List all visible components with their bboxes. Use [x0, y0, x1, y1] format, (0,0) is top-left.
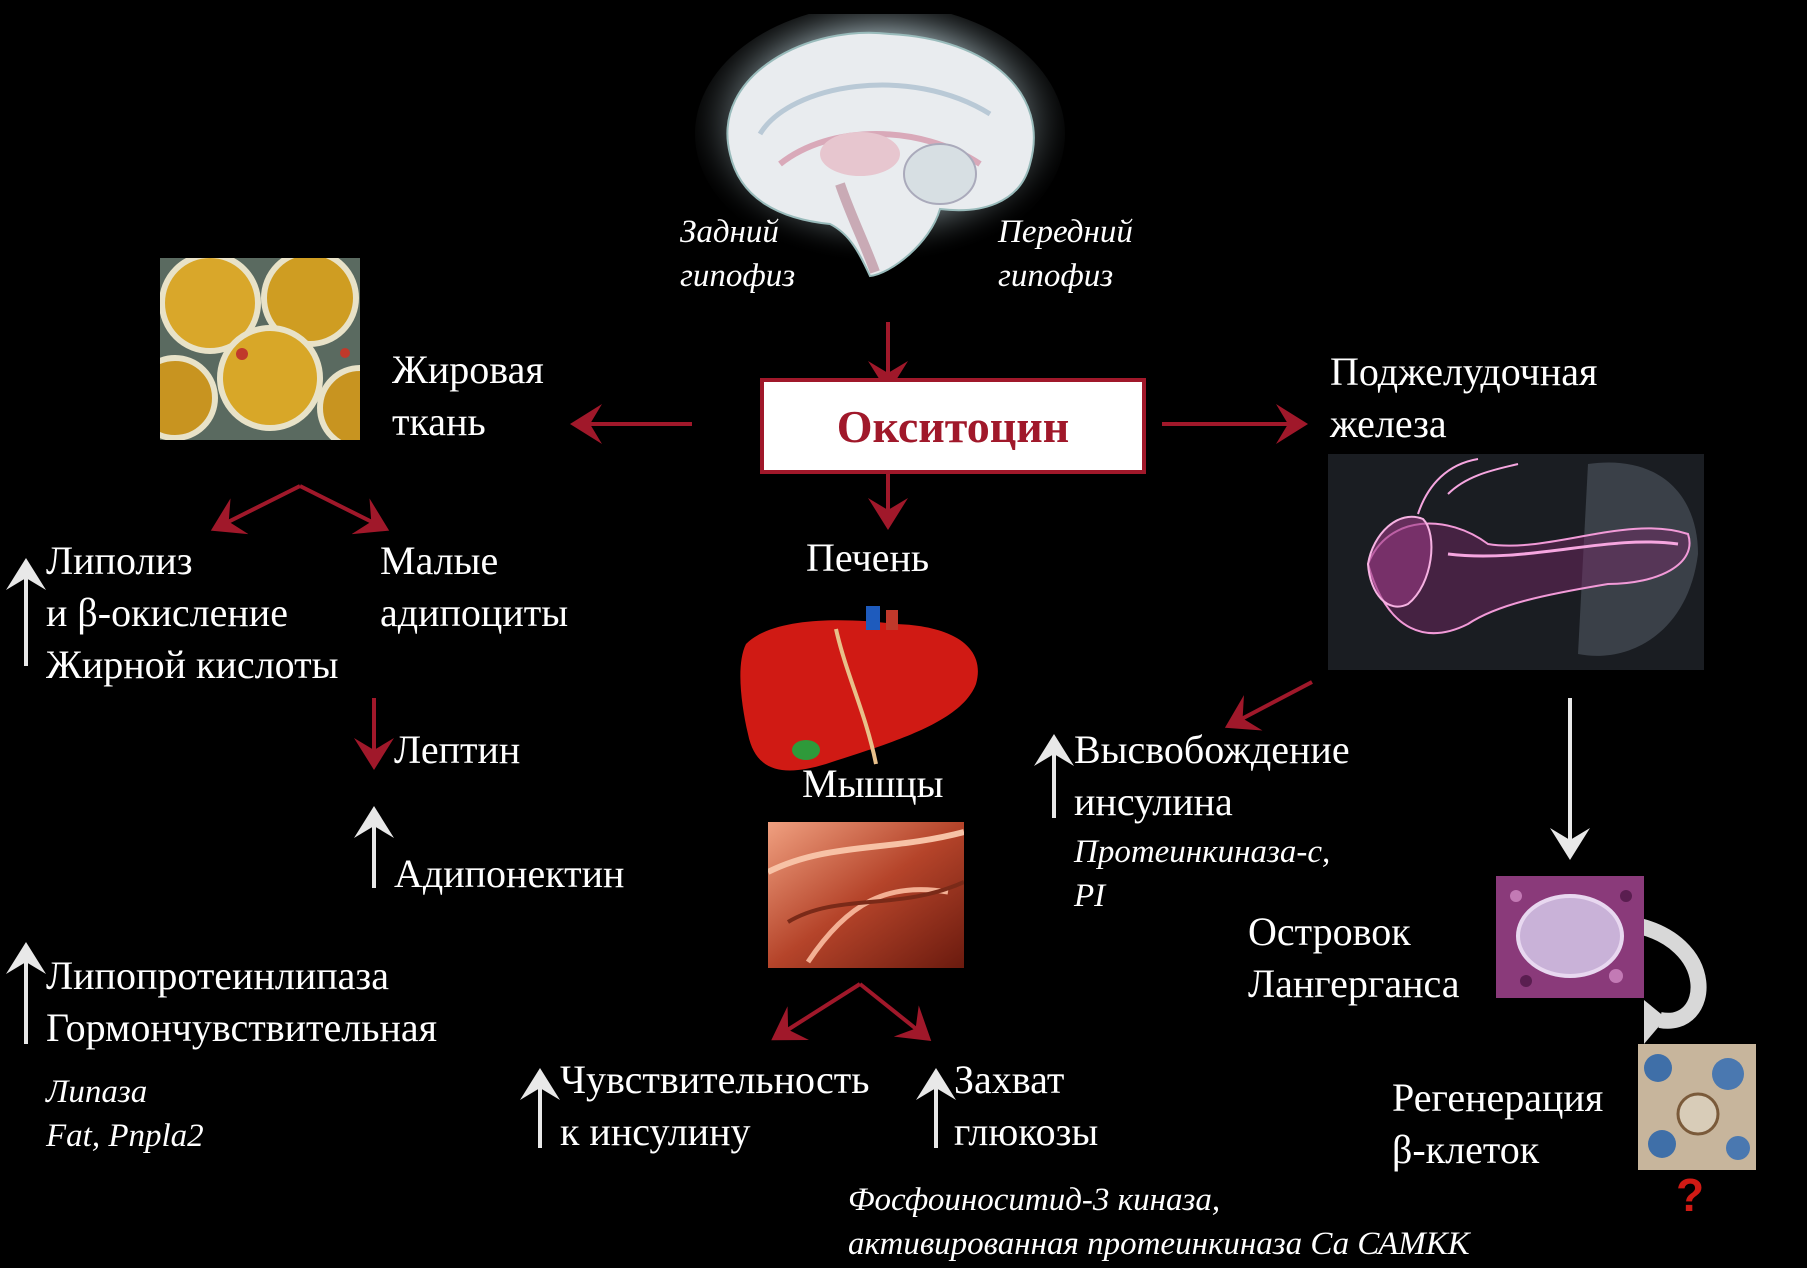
insulin-sensitivity-label: Чувствительность к инсулину — [560, 1054, 870, 1158]
islet-label: Островок Лангерганса — [1248, 906, 1459, 1010]
arrow-to-insulin-release — [1232, 682, 1312, 724]
question-mark: ? — [1676, 1168, 1704, 1222]
lipolysis-label: Липолиз и β-окисление Жирной кислоты — [46, 535, 338, 691]
arrow-to-insulin-sensitivity — [778, 984, 860, 1036]
arrow-to-small-adipocytes — [300, 486, 382, 527]
liver-image — [736, 604, 988, 776]
arrow-to-lipolysis — [218, 486, 300, 527]
leptin-label: Лептин — [394, 724, 520, 776]
liver-label: Печень — [806, 532, 929, 584]
oxytocin-box: Окситоцин — [760, 378, 1146, 474]
lipase-label: Липопротеинлипаза Гормончувствительная — [46, 950, 437, 1054]
adipose-tissue-image — [160, 258, 360, 440]
muscle-label: Мышцы — [802, 758, 944, 810]
beta-cells-image — [1638, 1044, 1756, 1170]
islet-image — [1496, 876, 1644, 998]
adipose-tissue-label: Жировая ткань — [392, 344, 544, 448]
small-adipocytes-label: Малые адипоциты — [380, 535, 568, 639]
pancreas-image — [1328, 454, 1704, 670]
kinases-label: Фосфоиноситид-3 киназа, активированная п… — [848, 1178, 1470, 1266]
insulin-release-label: Высвобождение инсулина — [1074, 724, 1350, 828]
insulin-kinase-label: Протеинкиназа-с, PI — [1074, 830, 1330, 918]
adiponectin-label: Адипонектин — [394, 848, 624, 900]
anterior-pituitary-label: Передний гипофиз — [998, 210, 1133, 298]
regeneration-label: Регенерация β-клеток — [1392, 1072, 1603, 1176]
glucose-uptake-label: Захват глюкозы — [954, 1054, 1098, 1158]
posterior-pituitary-label: Задний гипофиз — [680, 210, 795, 298]
pancreas-label: Поджелудочная железа — [1330, 346, 1597, 450]
arrow-to-glucose-uptake — [860, 984, 925, 1036]
muscle-image — [768, 822, 964, 968]
oxytocin-label: Окситоцин — [837, 400, 1070, 453]
lipase-genes-label: Липаза Fat, Pnpla2 — [46, 1070, 204, 1158]
